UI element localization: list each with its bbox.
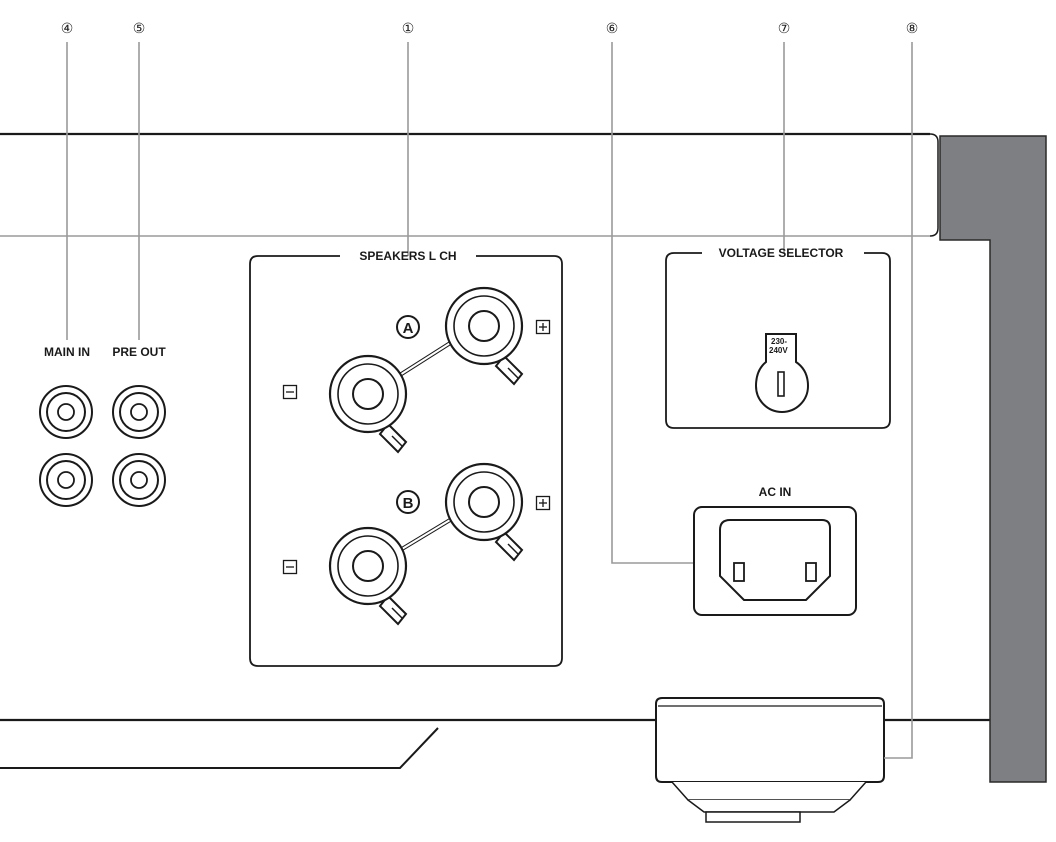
callout-4: ④ [61, 20, 74, 36]
callouts: ④ ⑤ ① ⑥ ⑦ ⑧ [61, 20, 919, 759]
binding-post-a-minus[interactable] [328, 354, 408, 454]
voltage-selector-switch-icon[interactable] [754, 333, 810, 413]
speakers-label: SPEAKERS L CH [359, 249, 456, 263]
iec-power-inlet-icon[interactable] [719, 519, 831, 601]
voltage-value-line2: 240V [769, 346, 788, 355]
binding-post-b-plus[interactable] [444, 462, 524, 562]
pre-out-jack-top[interactable] [112, 385, 166, 439]
pre-out-label: PRE OUT [112, 345, 166, 359]
voltage-selector-label: VOLTAGE SELECTOR [719, 246, 844, 260]
side-handle [939, 135, 1047, 783]
main-in-jack-top[interactable] [39, 385, 93, 439]
main-in-jack-bottom[interactable] [39, 453, 93, 507]
ac-in-label: AC IN [759, 485, 792, 499]
terminal-b-label: B [403, 495, 414, 512]
binding-post-a-plus[interactable] [444, 286, 524, 386]
ac-in-section: AC IN [693, 485, 857, 616]
callout-8: ⑧ [906, 20, 919, 36]
callout-1: ① [402, 20, 415, 36]
voltage-value-line1: 230- [771, 337, 787, 346]
minus-sign-icon [282, 384, 298, 400]
plus-sign-icon [535, 495, 551, 511]
minus-sign-icon [282, 559, 298, 575]
callout-6: ⑥ [606, 20, 619, 36]
main-in-pre-out-section: MAIN IN PRE OUT [39, 345, 166, 507]
main-in-label: MAIN IN [44, 345, 90, 359]
chassis-outline [0, 132, 990, 769]
plus-sign-icon [535, 319, 551, 335]
leader-line-8 [884, 42, 913, 759]
leader-line-6 [611, 42, 694, 564]
pre-out-jack-bottom[interactable] [112, 453, 166, 507]
binding-post-b-minus[interactable] [328, 526, 408, 626]
rubber-foot-icon [655, 697, 885, 823]
speakers-section: SPEAKERS L CH A B [249, 249, 563, 667]
callout-5: ⑤ [133, 20, 146, 36]
terminal-a-label: A [403, 320, 414, 337]
voltage-selector-section: VOLTAGE SELECTOR 230- 240V [665, 246, 891, 429]
callout-7: ⑦ [778, 20, 791, 36]
